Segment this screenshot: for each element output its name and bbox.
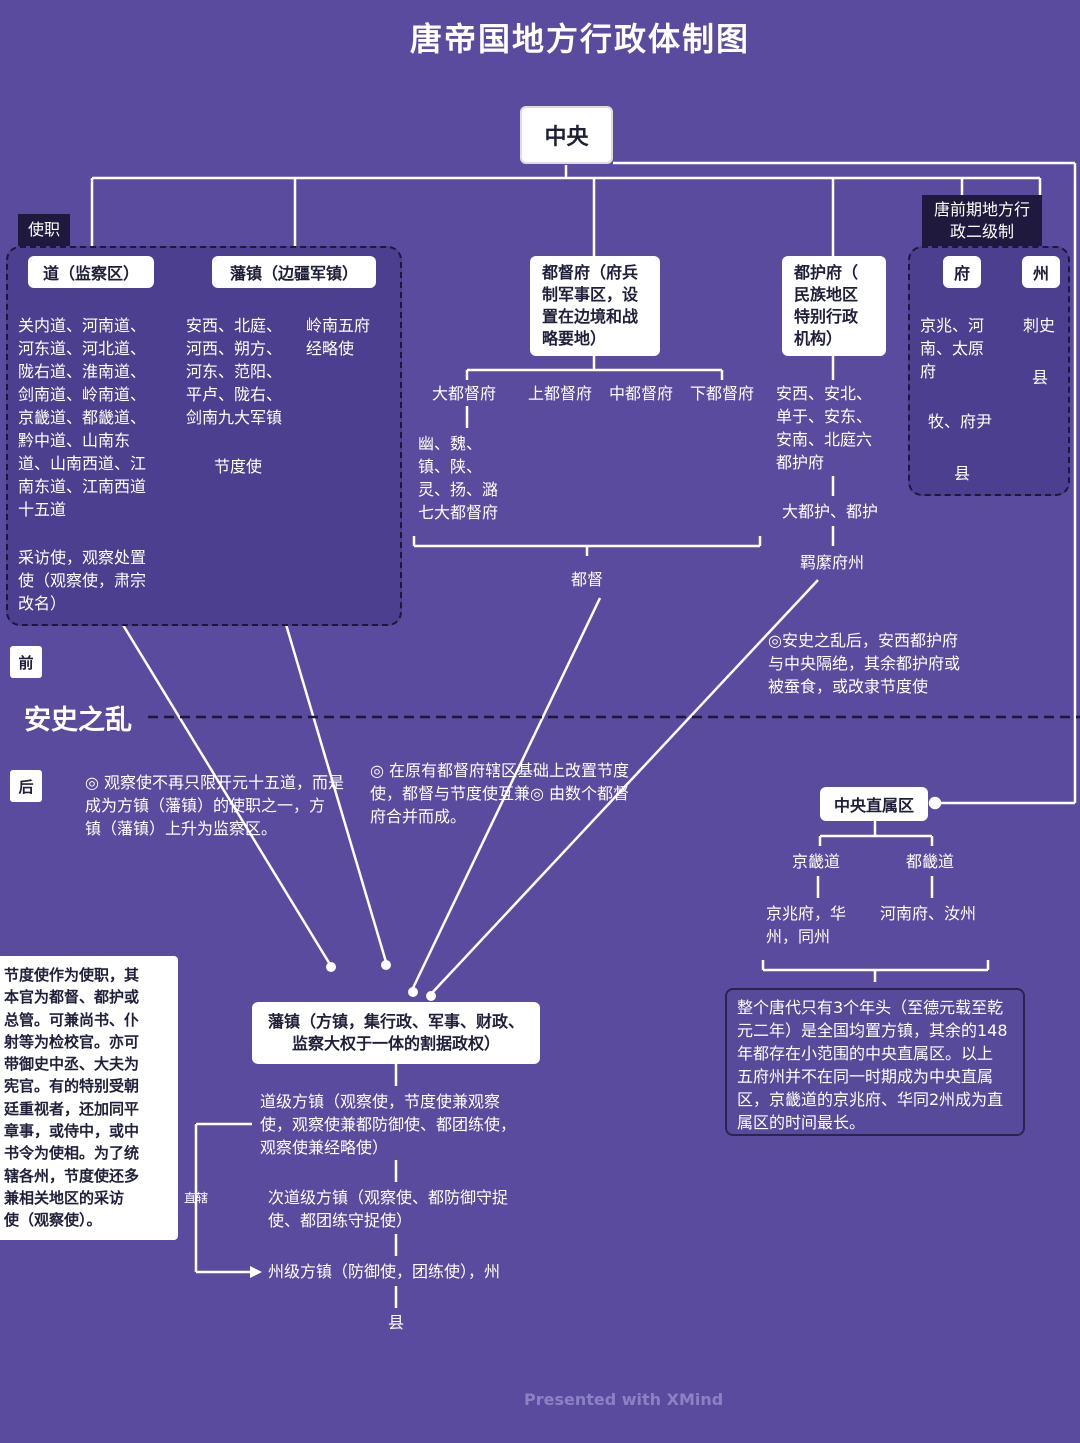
duji-dao: 都畿道 [906,852,955,871]
fu-county: 县 [954,464,971,483]
duji-list: 河南府、汝州 [880,904,977,923]
before-label: 前 [10,646,42,678]
shizhi-region [6,246,402,626]
jingji-dao: 京畿道 [792,852,841,871]
zhong-dudufu: 中都督府 [609,384,674,403]
dao-level-fanzhen: 道级方镇（观察使，节度使兼观察 使，观察使兼都防御使、都团练使， 观察使兼经略使… [260,1092,517,1157]
fu-node[interactable]: 府 [943,256,981,288]
zhou-node[interactable]: 州 [1022,256,1060,288]
dudu-officer: 都督 [571,570,604,589]
jingji-list: 京兆府，华 州，同州 [766,904,847,946]
dudu-note: ◎ 在原有都督府辖区基础上改置节度 使，都督与节度使互兼◎ 由数个都督 府合并而… [370,761,630,826]
fanzhen-officer: 节度使 [214,457,263,476]
jiedushi-note: 节度使作为使职，其 本官为都督、都护或 总管。可兼尚书、仆 射等为检校官。亦可 … [0,956,178,1240]
cidao-level-fanzhen: 次道级方镇（观察使、都防御守捉 使、都团练守捉使） [268,1188,509,1230]
fu-list: 京兆、河 南、太原 府 [920,316,985,381]
fu-officer: 牧、府尹 [928,412,993,431]
duhu-officer: 大都护、都护 [782,502,879,521]
da-dudufu: 大都督府 [432,384,497,403]
after-label: 后 [10,770,42,802]
dao-list: 关内道、河南道、 河东道、河北道、 陇右道、淮南道、 剑南道、岭南道、 京畿道、… [18,316,147,519]
duhufu-node[interactable]: 都护府（ 民族地区 特别行政 机构） [782,256,886,356]
late-county: 县 [388,1313,405,1332]
lingnan-list: 岭南五府 经略使 [306,316,371,358]
xia-dudufu: 下都督府 [690,384,755,403]
xmind-watermark: Presented with XMind [524,1390,724,1409]
zhou-county: 县 [1032,368,1049,387]
da-dudufu-list: 幽、魏、 镇、陕、 灵、扬、潞 七大都督府 [418,434,499,522]
fanzhen-list: 安西、北庭、 河西、朔方、 河东、范阳、 平卢、陇右、 剑南九大军镇 [186,316,283,427]
jimi-fuzhou: 羁縻府州 [800,553,865,572]
early-system-tag: 唐前期地方行 政二级制 [922,195,1042,247]
late-fanzhen-node[interactable]: 藩镇（方镇，集行政、军事、财政、 监察大权于一体的割据政权） [252,1002,540,1064]
zhou-officer: 刺史 [1023,316,1056,335]
zhou-level-fanzhen: 州级方镇（防御使，团练使），州 [268,1262,501,1281]
zhongyang-zhishu-node[interactable]: 中央直属区 [820,787,928,821]
guancha-note: ◎ 观察使不再只限开元十五道，而是 成为方镇（藩镇）的使职之一，方 镇（藩镇）上… [85,773,345,838]
zhishu-note: 整个唐代只有3个年头（至德元载至乾 元二年）是全国均置方镇，其余的148 年都存… [725,988,1025,1136]
fanzhen-node[interactable]: 藩镇（边疆军镇） [212,256,376,288]
direct-label: 直辖 [184,1191,209,1205]
duhufu-note: ◎安史之乱后，安西都护府 与中央隔绝，其余都护府或 被蚕食，或改隶节度使 [768,631,961,696]
central-node[interactable]: 中央 [520,106,613,164]
dao-node[interactable]: 道（监察区） [28,256,154,288]
anshi-label: 安史之乱 [24,705,132,736]
shizhi-tag: 使职 [18,214,70,246]
dudufu-node[interactable]: 都督府（府兵 制军事区，设 置在边境和战 略要地） [530,256,660,356]
page-title: 唐帝国地方行政体制图 [409,20,750,58]
duhufu-list: 安西、安北、 单于、安东、 安南、北庭六 都护府 [776,384,873,472]
dao-officer: 采访使，观察处置 使（观察使，肃宗 改名） [18,548,147,613]
shang-dudufu: 上都督府 [528,384,593,403]
